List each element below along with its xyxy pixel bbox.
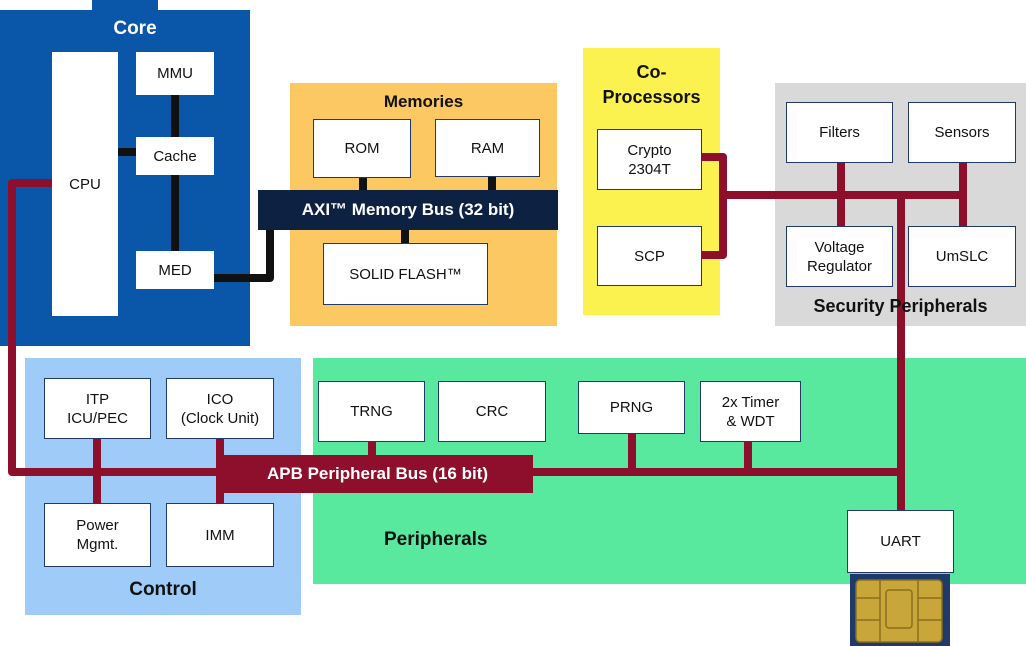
cpu-apb-link [8,179,234,476]
itp-label: ITP ICU/PEC [67,390,128,427]
med-label: MED [158,261,192,279]
security-title: Security Peripherals [813,296,988,316]
sensors-label: Sensors [934,124,990,141]
cpu-label: CPU [69,175,101,193]
ram-label: RAM [470,139,505,157]
trng-label: TRNG [350,403,393,420]
mmu-block[interactable]: MMU [136,52,214,95]
umslc-label: UmSLC [935,248,989,265]
scp-label: SCP [634,247,665,265]
crc-block[interactable]: CRC [438,381,546,442]
med-axi-link [210,206,274,282]
timer-wdt-label: 2x Timer & WDT [721,393,780,430]
core-region-tab [92,0,158,12]
cpu-block[interactable]: CPU [52,52,118,316]
crypto-block[interactable]: Crypto 2304T [597,129,702,190]
power-mgmt-block[interactable]: Power Mgmt. [44,503,151,567]
med-block[interactable]: MED [136,251,214,289]
voltage-regulator-label: Voltage Regulator [806,238,873,275]
uart-label: UART [880,533,921,550]
itp-block[interactable]: ITP ICU/PEC [44,378,151,439]
apb-bus-label: APB Peripheral Bus (16 bit) [266,464,489,483]
crypto-label: Crypto 2304T [627,141,672,178]
solid-flash-label: SOLID FLASH™ [349,265,462,283]
control-title: Control [129,579,197,600]
coprocessors-title: Co- Processors [602,62,701,107]
ico-block[interactable]: ICO (Clock Unit) [166,378,274,439]
timer-wdt-block[interactable]: 2x Timer & WDT [700,381,801,442]
mmu-label: MMU [157,65,193,82]
ico-label: ICO (Clock Unit) [180,390,260,427]
axi-bus-label: AXI™ Memory Bus (32 bit) [301,200,515,219]
cache-label: Cache [153,147,197,165]
trng-block[interactable]: TRNG [318,381,425,442]
ram-block[interactable]: RAM [435,119,540,177]
voltage-regulator-block[interactable]: Voltage Regulator [786,226,893,287]
scp-block[interactable]: SCP [597,226,702,286]
prng-label: PRNG [609,399,654,416]
uart-block[interactable]: UART [847,510,954,573]
crc-label: CRC [475,403,509,420]
axi-memory-bus: AXI™ Memory Bus (32 bit) [258,190,558,230]
crypto-bus-link [696,153,727,259]
memories-title: Memories [383,92,464,111]
core-title: Core [113,18,157,39]
filters-label: Filters [819,124,860,141]
filters-block[interactable]: Filters [786,102,893,163]
cache-block[interactable]: Cache [136,137,214,175]
rom-block[interactable]: ROM [313,119,411,178]
umslc-block[interactable]: UmSLC [908,226,1016,287]
smartcard-chip-icon [850,574,950,646]
imm-label: IMM [205,526,235,544]
peripherals-title: Peripherals [384,529,488,550]
solid-flash-block[interactable]: SOLID FLASH™ [323,243,488,305]
rom-label: ROM [344,140,380,157]
apb-peripheral-bus: APB Peripheral Bus (16 bit) [222,455,533,493]
sensors-block[interactable]: Sensors [908,102,1016,163]
prng-block[interactable]: PRNG [578,381,685,434]
power-mgmt-label: Power Mgmt. [76,517,119,553]
imm-block[interactable]: IMM [166,503,274,567]
